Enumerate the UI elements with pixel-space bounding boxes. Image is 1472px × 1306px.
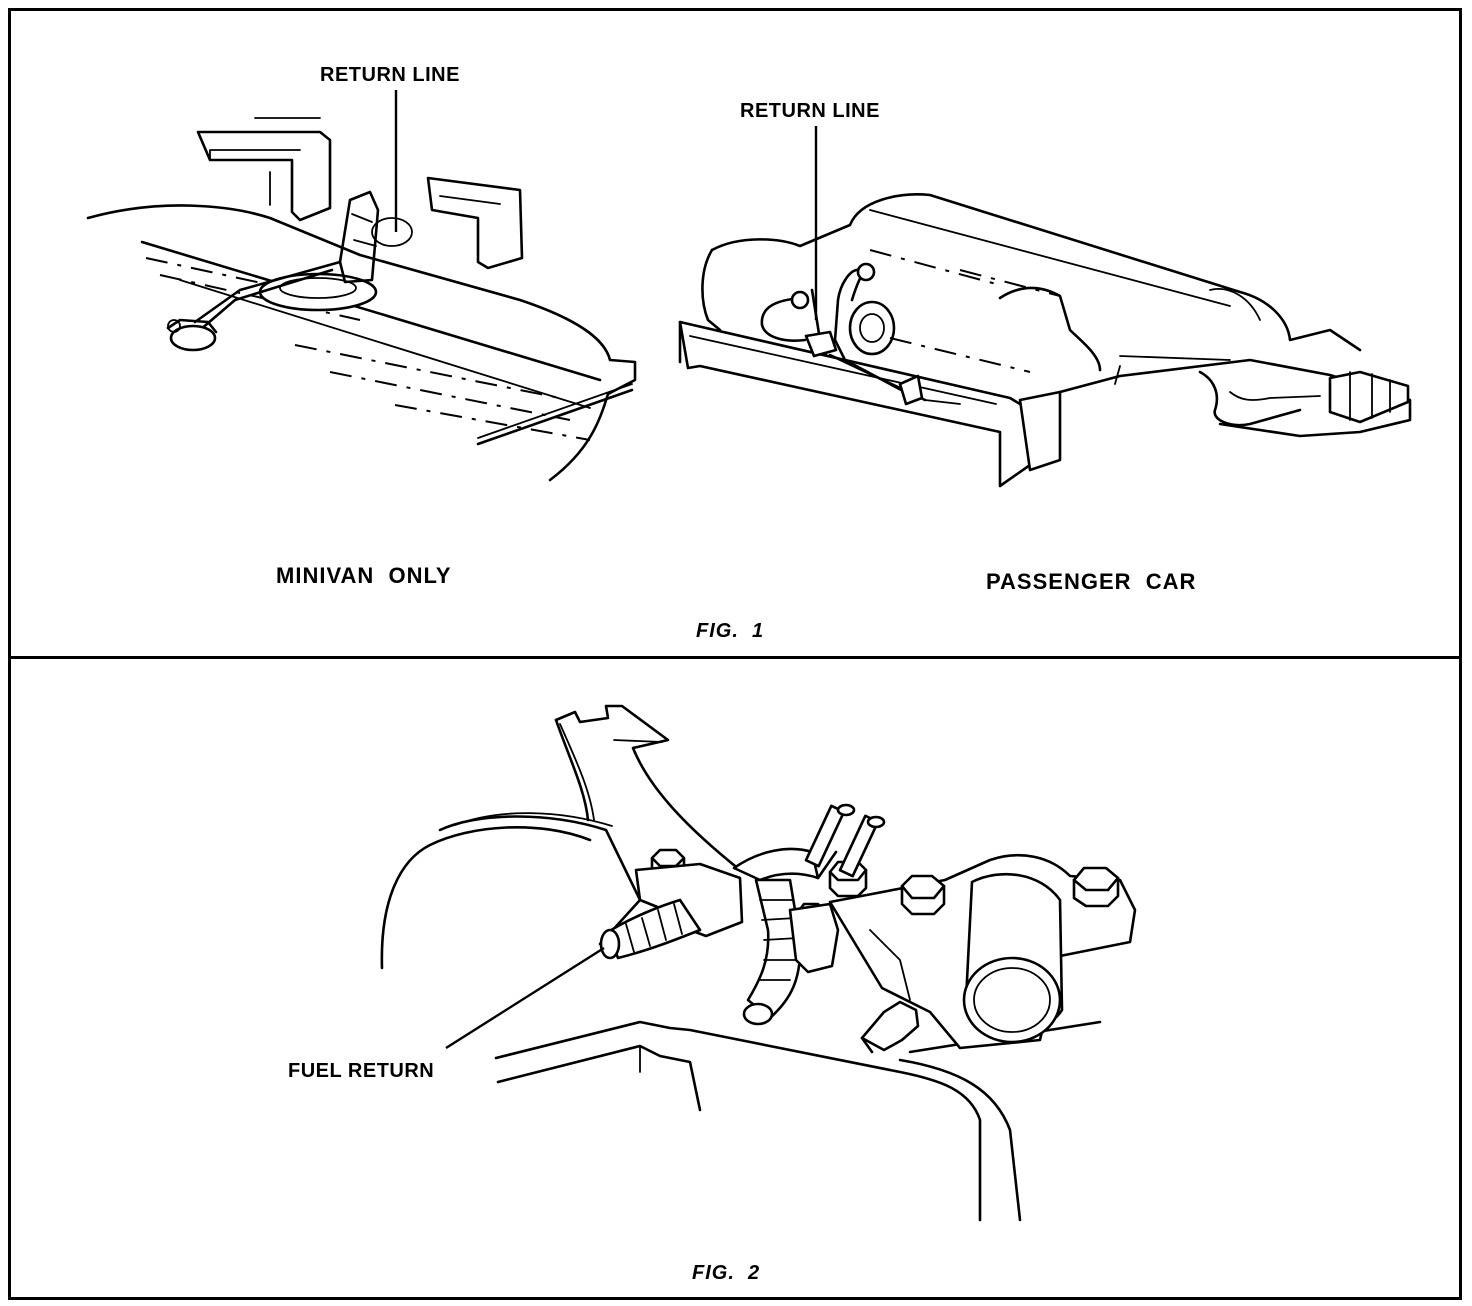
minivan-only-caption: MINIVAN ONLY <box>276 563 452 588</box>
minivan-return-line-callout: RETURN LINE <box>320 64 460 86</box>
car-return-line-callout: RETURN LINE <box>740 100 880 122</box>
figure-2-label: FIG. 2 <box>692 1262 761 1284</box>
bolt-icon <box>900 874 946 916</box>
fuel-return-leader <box>445 946 605 1050</box>
engine-fuel-rail-illustration <box>380 704 1137 1222</box>
figure-1-label: FIG. 1 <box>696 620 765 642</box>
passenger-car-fuel-tank-illustration <box>678 193 1412 488</box>
passenger-car-caption: PASSENGER CAR <box>986 569 1197 594</box>
figure-1-panel <box>8 8 1462 658</box>
bolt-icon <box>1072 866 1120 908</box>
fuel-return-callout: FUEL RETURN <box>288 1060 435 1082</box>
minivan-fuel-tank-illustration <box>86 117 637 482</box>
figure-2-panel <box>8 656 1462 1300</box>
